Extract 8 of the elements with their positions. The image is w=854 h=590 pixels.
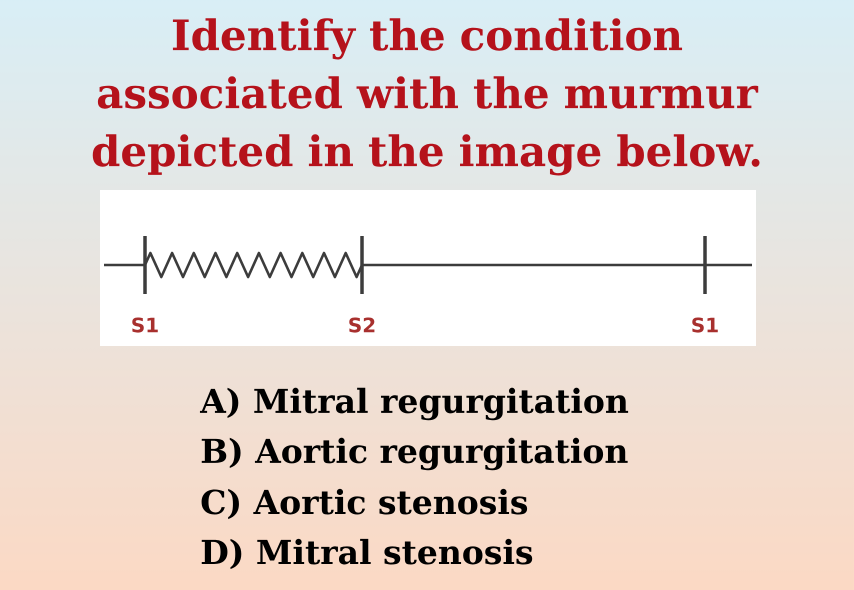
title: Identify the condition associated with the murmur depicted in the image below.	[92, 18, 760, 176]
answer-option: C) Aortic stenosis	[202, 488, 528, 520]
answer-option: A) Mitral regurgitation	[200, 388, 628, 420]
heart-sound-label: S2	[349, 317, 374, 333]
heart-sound-label: S1	[132, 317, 158, 333]
heart-sound-label: S1	[692, 317, 718, 333]
answer-option: B) Aortic regurgitation	[202, 438, 628, 470]
answer-option: D) Mitral stenosis	[202, 538, 532, 570]
